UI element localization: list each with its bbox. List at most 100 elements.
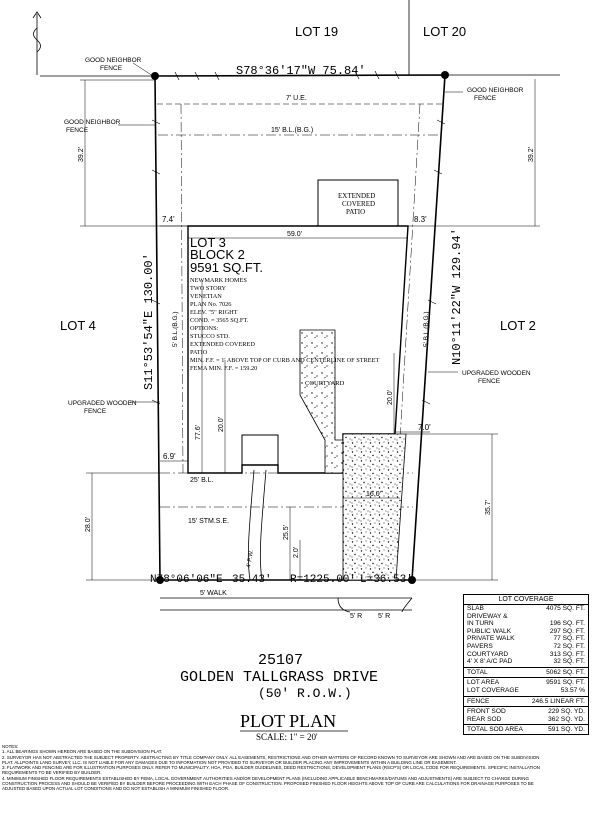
note-line: REQUIREMENTS TO BE VERIFIED BY BUILDER. (2, 770, 102, 776)
coverage-label: LOT AREA (467, 679, 500, 687)
patio-label-1: EXTENDED (338, 192, 375, 200)
coverage-row: 4' X 8' A/C PAD 32 SQ. FT. (464, 658, 588, 666)
coverage-divider (464, 724, 588, 726)
south-bearing-c: R=1225.00' (290, 574, 356, 586)
rear-bl-label: 15' B.L.(B.G.) (271, 127, 313, 134)
covered-patio (317, 179, 399, 227)
plan-notes: NOTES: 1. ALL BEARINGS SHOWN HEREON ARE … (2, 744, 612, 792)
lot20-label: LOT 20 (423, 24, 466, 39)
dim-6-9: 6.9' (163, 452, 176, 461)
coverage-divider (464, 666, 588, 668)
note-line: 3. FLATWORK AND FENCING ARE FOR ILLUSTRA… (2, 765, 540, 771)
detail-line: STUCCO STD. (190, 333, 230, 340)
coverage-label: TOTAL SOD AREA (467, 726, 523, 734)
address-number: 25107 (258, 652, 303, 669)
detail-line: PLAN No. 7026 (190, 301, 231, 308)
coverage-row: DRIVEWAY & (464, 613, 588, 621)
south-bearing-a: N78°06'06"E (150, 574, 223, 586)
corner-monument-nw (151, 72, 159, 80)
fence-good-l-2: FENCE (66, 127, 89, 134)
detail-line: NEWMARK HOMES (190, 277, 247, 284)
dim-59: 59.0' (287, 231, 302, 238)
side-bl-right-label: 5' B.L.(B.G.) (423, 311, 430, 347)
dim-7-4: 7.4' (162, 215, 175, 224)
dim-7-0: 7.0' (418, 423, 431, 432)
coverage-value: 297 SQ. FT. (549, 627, 585, 635)
lot19-label: LOT 19 (295, 24, 338, 39)
dim-39-left: 39.2' (78, 147, 85, 162)
coverage-value: 77 SQ. FT. (553, 635, 585, 643)
detail-line: VENETIAN (190, 293, 222, 300)
note-line: ADJUSTED BASED UPON ACTUAL LOT CONDITION… (2, 786, 230, 792)
coverage-label: IN TURN (467, 620, 494, 628)
house-slab (187, 225, 409, 474)
detail-line: OPTIONS: (190, 325, 219, 332)
dim-2-0: 2.0' (293, 547, 300, 558)
dim-private-walk: 4' P.W. (246, 549, 255, 568)
notes-heading: NOTES: (2, 744, 19, 749)
coverage-divider (464, 706, 588, 708)
coverage-row: PRIVATE WALK 77 SQ. FT. (464, 635, 588, 643)
side-building-line-right (397, 103, 421, 474)
patio-label-3: PATIO (346, 208, 365, 216)
dimension-lines (80, 79, 540, 581)
dim-20-left: 20.0' (218, 417, 225, 432)
subject-area: 9591 SQ.FT. (190, 260, 263, 275)
note-line: CONSTRUCTION PROCESS AND SHOULD BE VERIF… (2, 781, 534, 787)
courtyard (299, 329, 344, 474)
fence-upg-r-1: UPGRADED WOODEN (462, 370, 531, 377)
dim-28: 28.0' (85, 517, 92, 532)
coverage-label: TOTAL (467, 668, 488, 676)
detail-line: MIN. F.F. = 1' ABOVE TOP OF CURB AND CEN… (190, 357, 379, 364)
coverage-value: 5062 SQ. FT. (546, 668, 585, 676)
dim-35-7: 35.7' (485, 500, 492, 515)
coverage-label: PRIVATE WALK (467, 635, 515, 643)
coverage-label: DRIVEWAY & (467, 612, 508, 620)
dim-8-3: 8.3' (414, 215, 427, 224)
driveway (342, 433, 407, 581)
side-building-line-left (180, 103, 184, 474)
coverage-total-sod-row: TOTAL SOD AREA 591 SQ. YD. (464, 726, 588, 734)
fence-upg-l-1: UPGRADED WOODEN (68, 400, 137, 407)
coverage-value: 32 SQ. FT. (553, 658, 585, 666)
coverage-label: FRONT SOD (467, 708, 506, 716)
front-entry (241, 434, 279, 466)
coverage-label: SLAB (467, 605, 484, 612)
address-street: GOLDEN TALLGRASS DRIVE (180, 669, 378, 686)
coverage-label: 4' X 8' A/C PAD (467, 658, 513, 666)
patio-label-2: COVERED (342, 200, 375, 208)
coverage-divider (464, 677, 588, 679)
coverage-total-row: TOTAL 5062 SQ. FT. (464, 669, 588, 677)
lot4-label: LOT 4 (60, 318, 96, 333)
stmse-label: 15' STM.S.E. (188, 518, 229, 525)
note-line: PLAT. ALLPOINTS LAND SURVEY, LLC. IS NOT… (2, 759, 457, 765)
fence-good-tl-1: GOOD NEIGHBOR (85, 57, 142, 64)
radius-left-label: 5' R (350, 613, 362, 620)
detail-line: TWO STORY (190, 285, 227, 292)
coverage-label: PAVERS (467, 642, 493, 650)
dim-39-right: 39.2' (528, 147, 535, 162)
dim-16: 16.0' (366, 491, 381, 498)
dim-25-5: 25.5' (283, 525, 290, 540)
plan-scale: SCALE: 1" = 20' (256, 732, 318, 742)
address-row: (50' R.O.W.) (258, 686, 352, 701)
note-line: 4. MINIMUM FINISHED FLOOR REQUIREMENTS E… (2, 775, 529, 781)
east-bearing: N10°11'22"W 129.94' (450, 228, 464, 365)
private-walk-edge (259, 469, 267, 581)
north-bearing: S78°36'17"W 75.84' (236, 64, 366, 78)
courtyard-label: COURTYARD (305, 380, 345, 387)
coverage-label: LOT COVERAGE (467, 686, 519, 694)
coverage-value: 591 SQ. YD. (548, 726, 585, 734)
south-bearing-b: 35.43' (232, 574, 272, 586)
fence-ticks (151, 70, 446, 405)
coverage-value: 196 SQ. FT. (549, 620, 585, 628)
north-arrow-icon (32, 11, 42, 75)
